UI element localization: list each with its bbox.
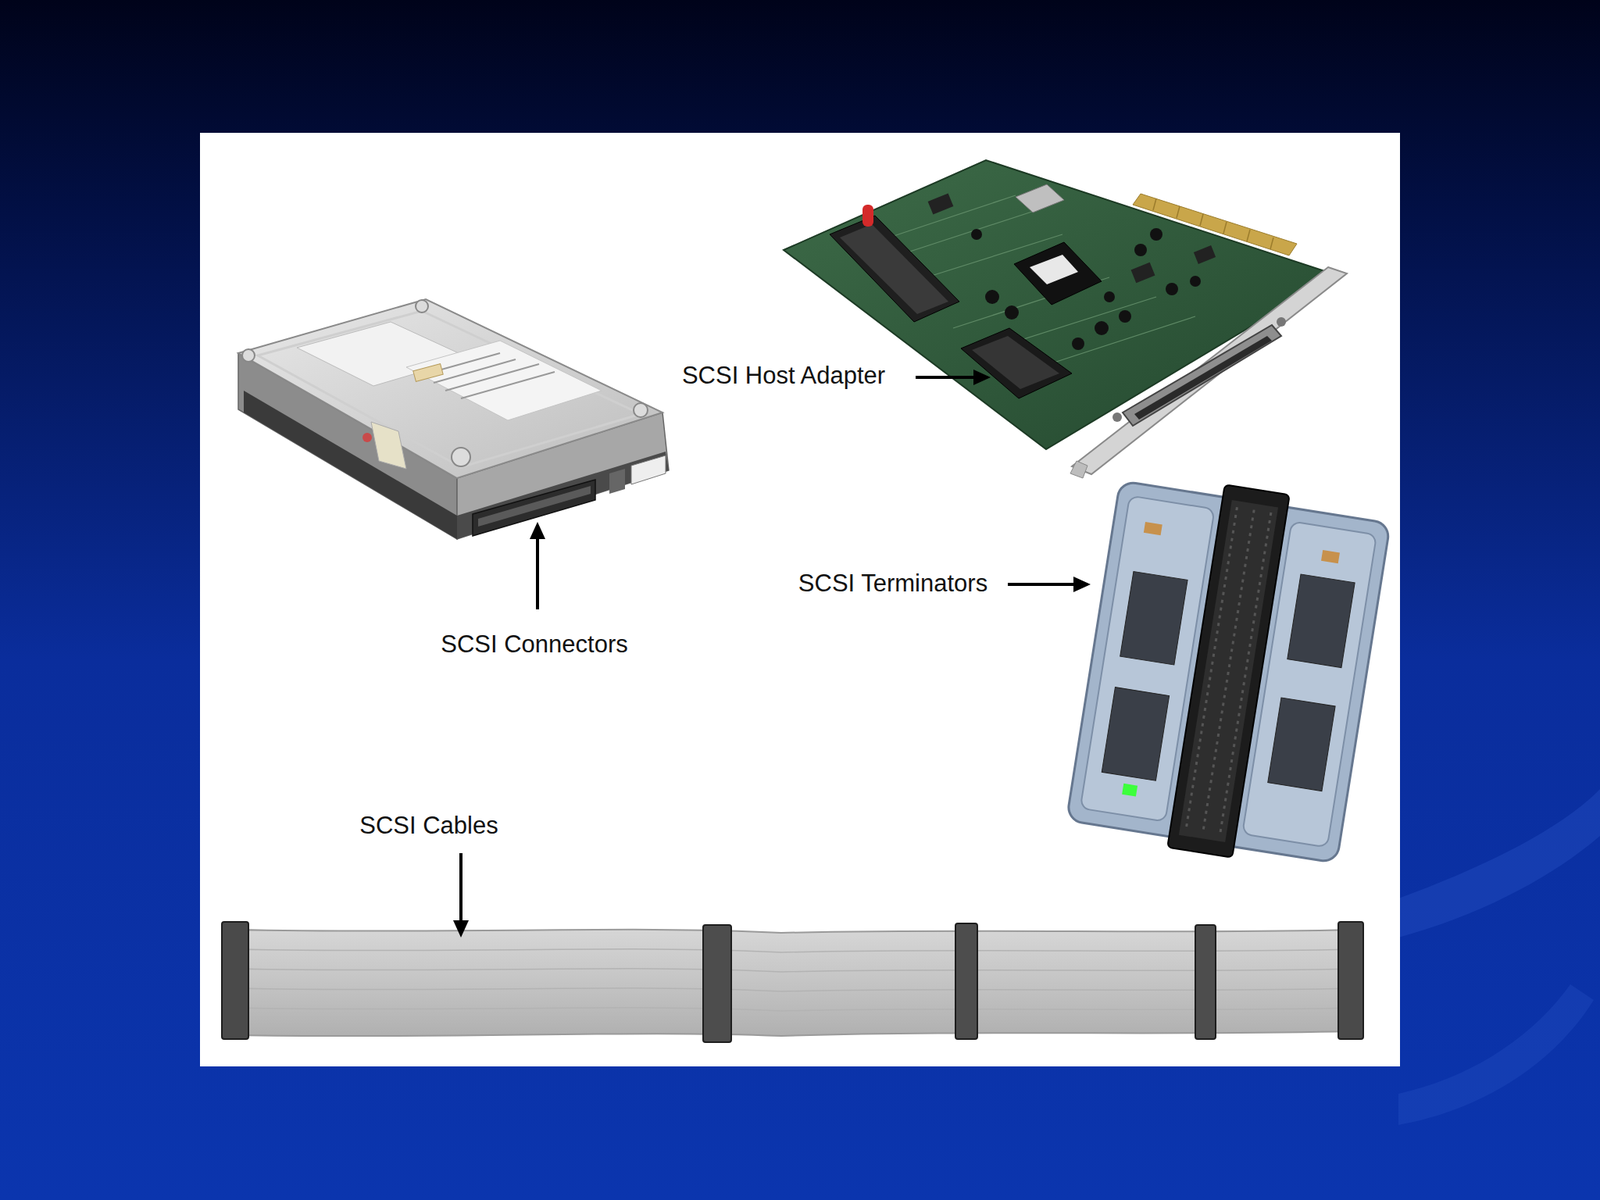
part-label: SCSI Cables (359, 811, 498, 840)
part-label: SCSI Connectors (440, 630, 629, 659)
white-panel (200, 132, 1400, 1067)
terminator (1064, 468, 1393, 875)
hard-drive (238, 299, 669, 540)
ribbon-cable (221, 921, 1364, 1043)
part-label: SCSI Host Adapter (682, 361, 886, 390)
part-label: SCSI Terminators (798, 569, 988, 598)
swoosh (1398, 984, 1594, 1125)
swoosh (1398, 789, 1600, 938)
host-adapter-card (783, 160, 1347, 479)
